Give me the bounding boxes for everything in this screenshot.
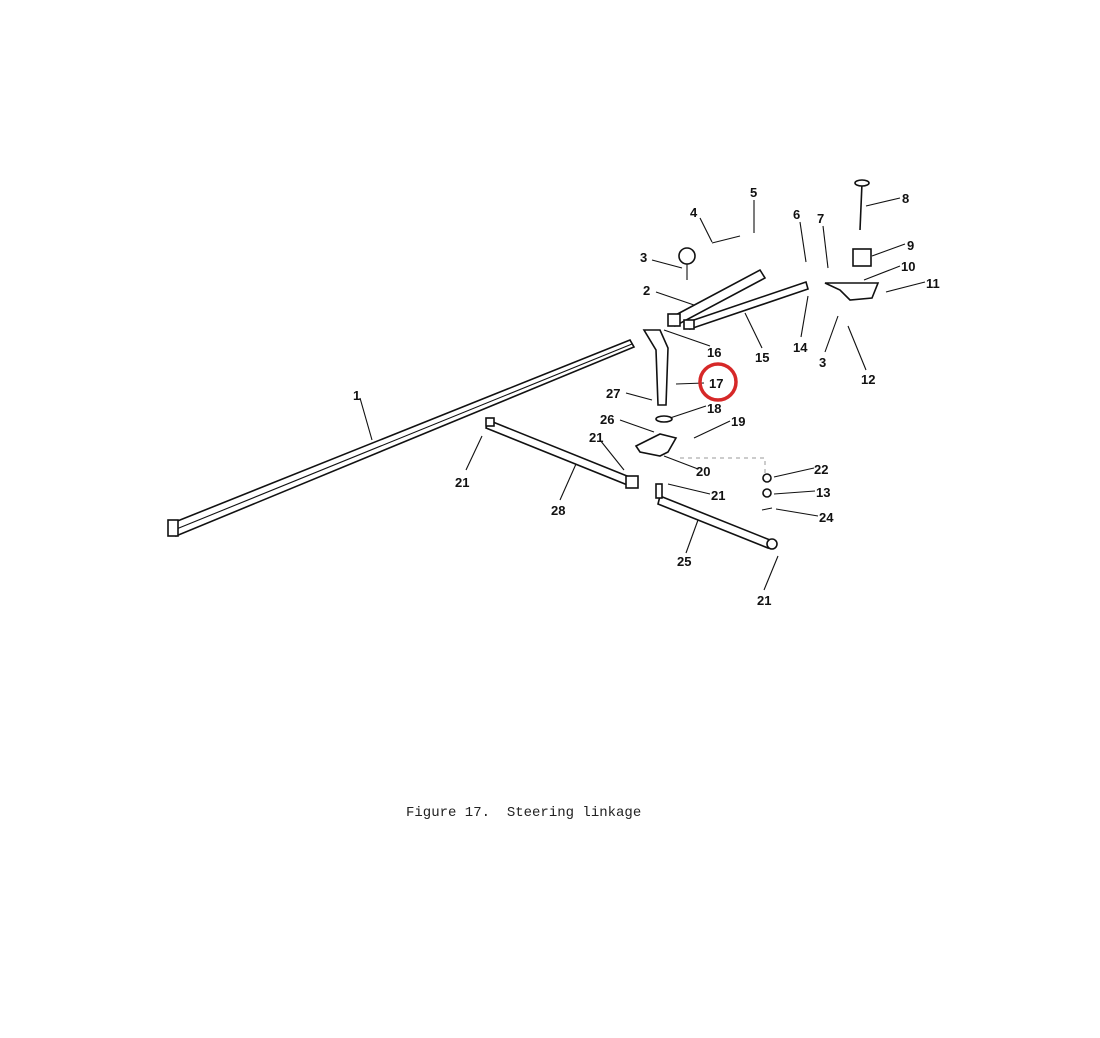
callout-12: 12	[861, 372, 875, 387]
callout-20: 20	[696, 464, 710, 479]
callout-3: 3	[640, 250, 647, 265]
part-8-bolt	[854, 179, 870, 231]
callout-5: 5	[750, 185, 757, 200]
callout-3b: 3	[819, 355, 826, 370]
callout-10: 10	[901, 259, 915, 274]
callout-15: 15	[755, 350, 769, 365]
callout-26: 26	[600, 412, 614, 427]
part-15-rod	[683, 280, 809, 331]
callout-25: 25	[677, 554, 691, 569]
callout-9: 9	[907, 238, 914, 253]
callout-21-a: 21	[589, 430, 603, 445]
part-10-bellcrank	[824, 282, 880, 301]
callout-1: 1	[353, 388, 360, 403]
callout-6: 6	[793, 207, 800, 222]
highlight-circle	[698, 362, 738, 402]
callout-2: 2	[643, 283, 650, 298]
callout-16: 16	[707, 345, 721, 360]
part-2-tube	[667, 268, 767, 328]
callout-21-d: 21	[757, 593, 771, 608]
leader-lines	[359, 197, 926, 591]
part-13-washer	[762, 488, 772, 498]
callout-21-c: 21	[711, 488, 725, 503]
callout-13: 13	[816, 485, 830, 500]
part-9-bushing	[852, 248, 872, 267]
part-24-cotter	[761, 507, 773, 511]
callout-22: 22	[814, 462, 828, 477]
part-20-idler-arm	[634, 415, 678, 457]
part-1-steering-shaft	[167, 338, 636, 538]
part-22-nut	[762, 473, 772, 483]
callout-28: 28	[551, 503, 565, 518]
callout-18: 18	[707, 401, 721, 416]
part-17-pitman-arm	[642, 329, 669, 406]
callout-27: 27	[606, 386, 620, 401]
callout-8: 8	[902, 191, 909, 206]
callout-14: 14	[793, 340, 808, 355]
part-3-ball-pin	[678, 247, 696, 280]
callout-17: 17	[709, 376, 723, 391]
callout-7: 7	[817, 211, 824, 226]
dotted-guide-line	[680, 457, 766, 474]
callout-21-b: 21	[455, 475, 469, 490]
callout-24: 24	[819, 510, 834, 525]
callout-19: 19	[731, 414, 745, 429]
part-25-tie-rod	[655, 483, 778, 550]
part-28-tie-rod	[485, 417, 639, 489]
callout-11: 11	[926, 276, 940, 291]
part-4-pin	[711, 235, 741, 244]
callout-4: 4	[690, 205, 698, 220]
figure-caption: Figure 17. Steering linkage	[406, 805, 641, 821]
